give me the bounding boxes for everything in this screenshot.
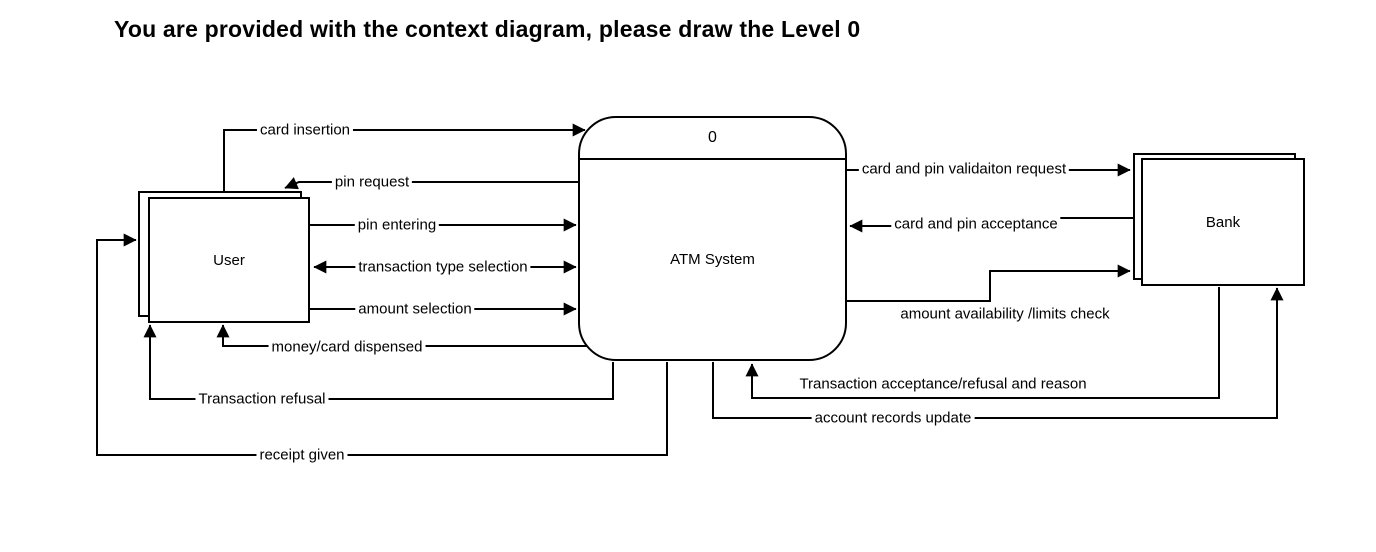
atm-process-box: 0 ATM System bbox=[578, 116, 847, 361]
bank-entity-box: Bank bbox=[1141, 158, 1305, 286]
process-name: ATM System bbox=[670, 251, 755, 268]
flow-label-card-pin-validation-request: card and pin validaiton request bbox=[858, 159, 1070, 179]
flow-label-card-insertion: card insertion bbox=[256, 120, 354, 140]
flow-line-receipt-given bbox=[96, 233, 668, 456]
flow-line-account-records-update bbox=[712, 287, 1284, 419]
flow-label-receipt-given: receipt given bbox=[256, 445, 348, 465]
process-number: 0 bbox=[580, 118, 845, 160]
user-entity-label: User bbox=[213, 251, 245, 269]
flow-label-transaction-refusal: Transaction refusal bbox=[195, 389, 329, 409]
flow-line-pin-request bbox=[284, 177, 578, 190]
flow-label-card-pin-acceptance: card and pin acceptance bbox=[891, 214, 1061, 234]
flow-label-amount-selection: amount selection bbox=[355, 299, 475, 319]
flow-line-transaction-acceptance bbox=[745, 287, 1220, 399]
flow-line-card-insertion bbox=[223, 123, 586, 192]
bank-entity-label: Bank bbox=[1205, 213, 1241, 231]
flow-line-transaction-refusal bbox=[143, 324, 614, 400]
flow-label-account-records-update: account records update bbox=[811, 408, 975, 428]
page-title: You are provided with the context diagra… bbox=[114, 16, 861, 42]
flow-label-money-card-dispensed: money/card dispensed bbox=[268, 337, 426, 357]
flow-line-money-card-dispensed bbox=[216, 324, 590, 347]
flow-label-amount-availability: amount availability /limits check bbox=[900, 305, 1110, 323]
flow-line-amount-availability bbox=[841, 264, 1131, 302]
flow-label-transaction-type-selection: transaction type selection bbox=[355, 257, 531, 277]
flow-label-transaction-acceptance: Transaction acceptance/refusal and reaso… bbox=[799, 375, 1087, 393]
flow-label-pin-entering: pin entering bbox=[354, 215, 440, 235]
user-entity-box: User bbox=[148, 197, 310, 323]
flow-label-pin-request: pin request bbox=[331, 172, 413, 192]
